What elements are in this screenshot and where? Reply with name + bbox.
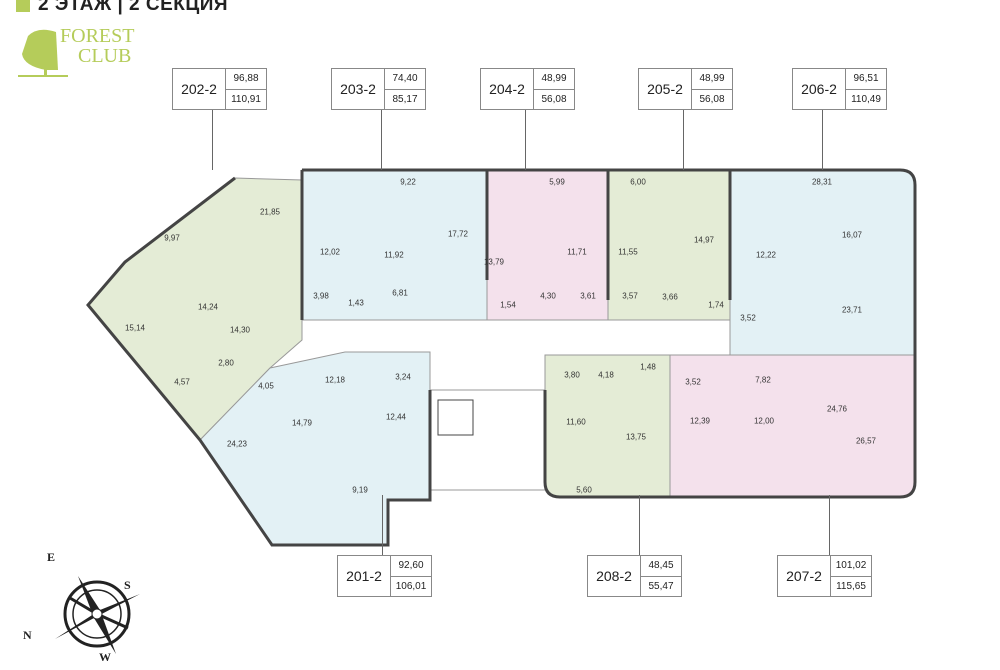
room-area: 5,60 [576, 485, 592, 495]
living-area: 96,51 [846, 69, 886, 90]
living-area: 101,02 [831, 556, 871, 577]
unit-number: 208-2 [588, 556, 641, 596]
room-area: 26,57 [855, 436, 877, 446]
compass-south: S [124, 578, 131, 592]
room-area: 28,31 [811, 177, 833, 187]
total-area: 56,08 [541, 93, 567, 105]
room-area: 6,81 [392, 288, 408, 298]
total-area: 110,91 [231, 93, 261, 105]
room-area: 4,57 [174, 377, 190, 387]
total-area: 55,47 [648, 580, 674, 592]
room-area: 12,22 [755, 250, 777, 260]
room-area: 3,98 [313, 291, 329, 301]
room-area: 15,14 [124, 323, 146, 333]
room-area: 13,75 [625, 432, 647, 442]
room-area: 3,57 [622, 291, 638, 301]
room-area: 2,80 [218, 358, 234, 368]
unit-number: 204-2 [481, 69, 534, 109]
room-area: 3,52 [740, 313, 756, 323]
total-area: 115,65 [836, 580, 866, 592]
total-area: 106,01 [395, 580, 427, 592]
room-area: 3,66 [662, 292, 678, 302]
room-area: 24,76 [826, 404, 848, 414]
room-area: 3,80 [564, 370, 580, 380]
room-area: 3,52 [685, 377, 701, 387]
room-area: 12,02 [319, 247, 341, 257]
living-area: 96,88 [226, 69, 266, 90]
unit-206-2-area [729, 169, 916, 356]
unit-207-2-area [669, 354, 916, 498]
room-area: 4,18 [598, 370, 614, 380]
unit-number: 206-2 [793, 69, 846, 109]
unit-number: 203-2 [332, 69, 385, 109]
title-marker [16, 0, 30, 12]
room-area: 11,55 [618, 247, 638, 257]
room-area: 6,00 [630, 177, 646, 187]
room-area: 12,00 [753, 416, 775, 426]
room-area: 4,30 [540, 291, 556, 301]
room-area: 11,71 [567, 247, 587, 257]
room-area: 14,79 [291, 418, 313, 428]
room-area: 21,85 [259, 207, 281, 217]
unit-number: 207-2 [778, 556, 831, 596]
unit-number: 201-2 [338, 556, 391, 596]
room-area: 17,72 [447, 229, 469, 239]
total-area: 85,17 [392, 93, 418, 105]
room-area: 12,39 [689, 416, 711, 426]
room-area: 11,92 [384, 250, 404, 260]
living-area: 48,99 [534, 69, 574, 90]
room-area: 1,54 [500, 300, 516, 310]
room-area: 3,24 [395, 372, 411, 382]
room-area: 16,07 [841, 230, 863, 240]
room-area: 9,22 [400, 177, 416, 187]
compass-west: W [99, 650, 111, 664]
compass-icon [55, 576, 140, 654]
room-area: 1,43 [348, 298, 364, 308]
room-area: 4,05 [258, 381, 274, 391]
living-area: 74,40 [385, 69, 425, 90]
room-area: 24,23 [226, 439, 248, 449]
living-area: 48,45 [641, 556, 681, 577]
room-area: 9,19 [352, 485, 368, 495]
room-area: 13,79 [483, 257, 505, 267]
room-area: 14,97 [693, 235, 715, 245]
page-title: 2 ЭТАЖ | 2 СЕКЦИЯ [16, 0, 228, 16]
compass-rose: E S N W [20, 550, 150, 665]
unit-203-2-area [301, 169, 488, 321]
room-area: 9,97 [164, 233, 180, 243]
living-area: 92,60 [391, 556, 431, 577]
room-area: 5,99 [549, 177, 565, 187]
living-area: 48,99 [692, 69, 732, 90]
room-area: 23,71 [841, 305, 863, 315]
room-area: 1,48 [640, 362, 656, 372]
room-area: 1,74 [708, 300, 724, 310]
room-area: 14,24 [197, 302, 219, 312]
room-area: 12,18 [324, 375, 346, 385]
unit-number: 205-2 [639, 69, 692, 109]
total-area: 110,49 [851, 93, 881, 105]
unit-number: 202-2 [173, 69, 226, 109]
total-area: 56,08 [699, 93, 725, 105]
room-area: 12,44 [385, 412, 407, 422]
floor-section-title: 2 ЭТАЖ | 2 СЕКЦИЯ [38, 0, 229, 15]
walls [86, 168, 917, 547]
compass-east: E [47, 550, 56, 564]
room-area: 14,30 [229, 325, 251, 335]
room-area: 3,61 [580, 291, 596, 301]
elevator [437, 399, 474, 436]
compass-north: N [23, 628, 32, 642]
room-area: 11,60 [566, 417, 586, 427]
room-area: 7,82 [755, 375, 771, 385]
